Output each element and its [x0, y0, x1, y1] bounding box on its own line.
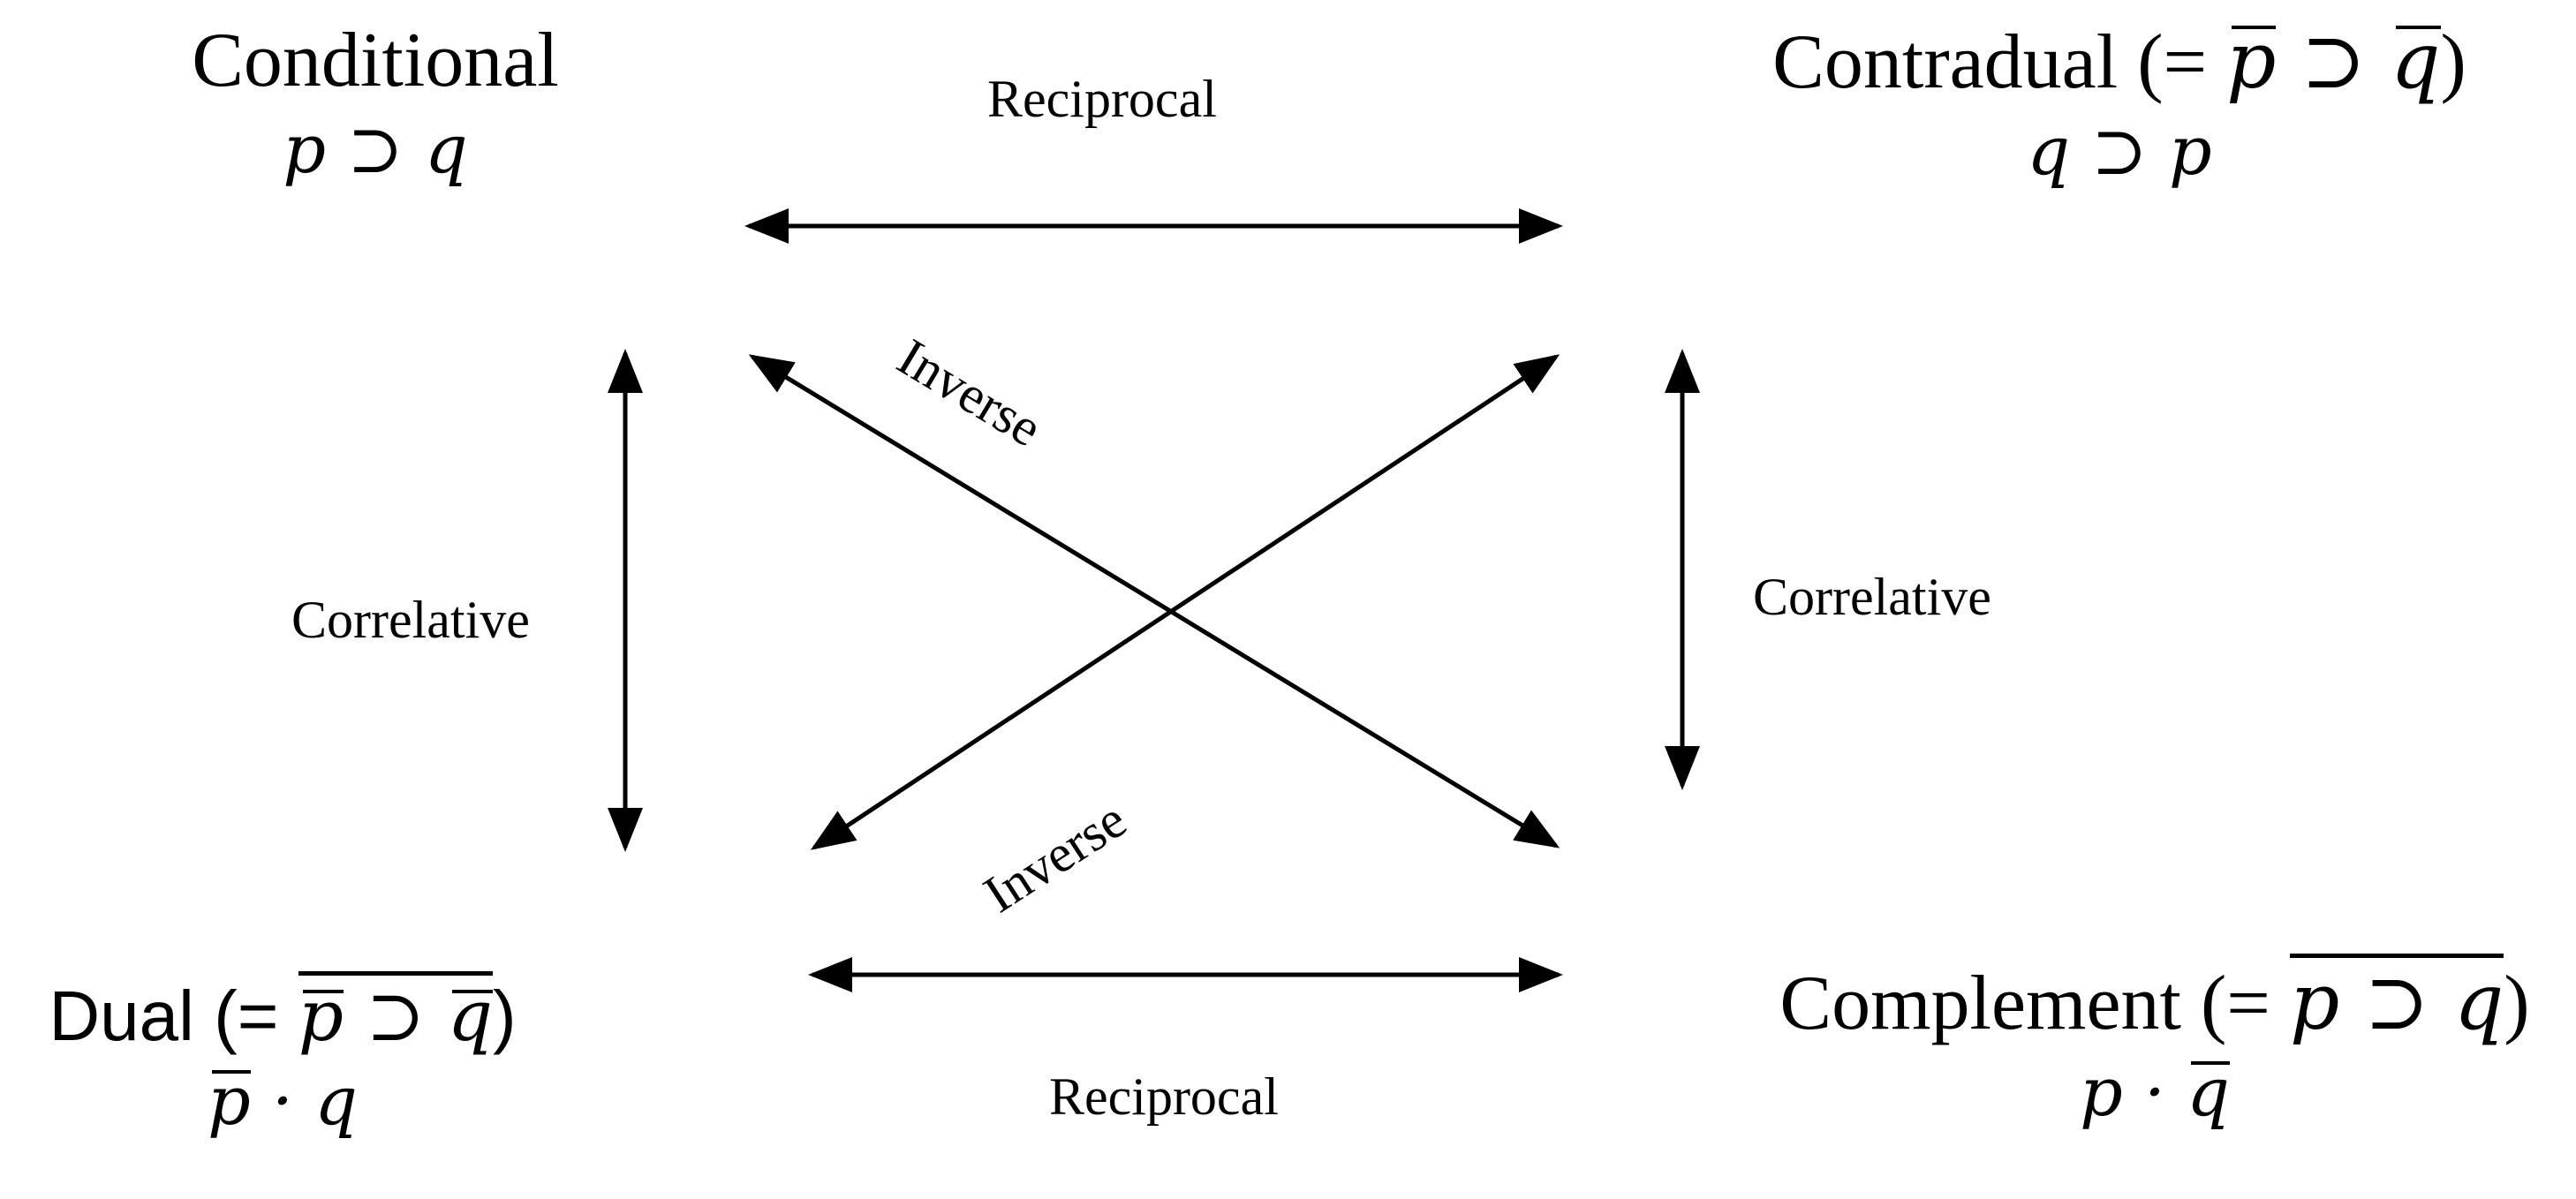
conditional-expression: p ⊃ q [283, 109, 468, 189]
dual-expression-rest: · q [250, 1061, 358, 1140]
dual-title-text: Dual (= [49, 977, 298, 1055]
complement-title-close: ) [2504, 961, 2530, 1046]
corner-complement: Complement (= p ⊃ q) p · q [1753, 954, 2557, 1131]
contradual-title-close: ) [2440, 19, 2466, 105]
corner-dual: Dual (= p ⊃ q) p · q [18, 971, 548, 1139]
dual-expression-p: p [208, 1061, 251, 1140]
contradual-title: Contradual (= p ⊃ q) [1722, 16, 2517, 107]
contradual-title-p: p [2226, 15, 2277, 106]
complement-title: Complement (= p ⊃ q) [1753, 954, 2557, 1048]
dual-title-close: ) [493, 977, 517, 1055]
contradual-title-implies: ⊃ [2276, 15, 2391, 106]
dual-title-p: p [298, 975, 344, 1057]
complement-expression: p · q [1753, 1052, 2557, 1132]
dual-title: Dual (= p ⊃ q) [18, 971, 548, 1057]
conditional-title: Conditional [192, 18, 559, 103]
reciprocal-bottom-label: Reciprocal [1049, 1067, 1279, 1126]
reciprocal-top-label: Reciprocal [987, 70, 1217, 128]
corner-conditional: Conditional p ⊃ q [97, 16, 653, 188]
inverse-diagonal-up-arrow [810, 354, 1560, 850]
complement-expression-p: p · [2080, 1052, 2187, 1132]
correlative-right-label: Correlative [1753, 568, 1991, 626]
correlative-left-label: Correlative [291, 591, 530, 649]
complement-title-text: Complement (= [1779, 961, 2290, 1046]
contradual-title-text: Contradual (= [1772, 19, 2227, 105]
complement-title-overlined-expression: p ⊃ q [2289, 954, 2504, 1041]
inverse-diagonal-down-arrow [748, 354, 1560, 848]
contradual-title-q: q [2391, 15, 2441, 106]
dual-expression: p · q [18, 1061, 548, 1140]
dual-title-q: q [447, 975, 494, 1057]
dual-title-implies: ⊃ [343, 975, 448, 1057]
dual-title-overlined-expression: p ⊃ q [298, 971, 494, 1057]
corner-contradual: Contradual (= p ⊃ q) q ⊃ p [1722, 16, 2517, 190]
complement-expression-q: q [2187, 1052, 2230, 1132]
contradual-expression: q ⊃ p [2027, 111, 2212, 191]
